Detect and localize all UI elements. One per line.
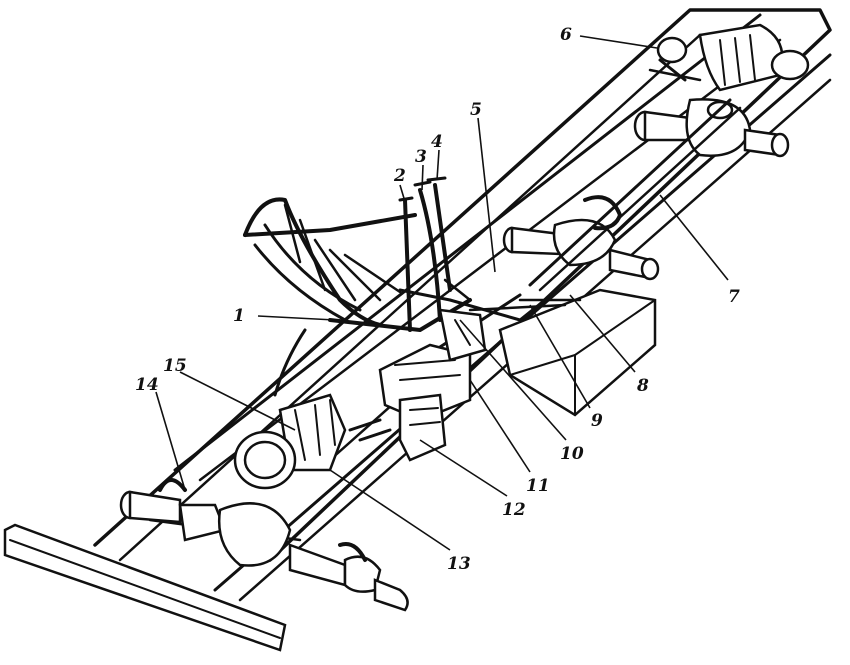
front-bumper [3, 523, 287, 652]
middle-axle [502, 195, 660, 281]
callout-leaders [155, 35, 729, 551]
callout-labels: 1 2 3 4 5 6 7 8 9 10 11 12 13 14 15 [135, 25, 740, 574]
seat-frame [243, 197, 472, 332]
callout-8: 8 [636, 376, 649, 396]
callout-10: 10 [560, 444, 584, 464]
callout-4: 4 [431, 132, 443, 152]
callout-2: 2 [393, 166, 406, 186]
callout-6: 6 [560, 25, 572, 45]
control-levers [398, 176, 452, 332]
transfer-case [378, 308, 487, 462]
callout-9: 9 [591, 411, 603, 431]
battery-box [498, 288, 657, 417]
callout-12: 12 [502, 500, 526, 520]
callout-1: 1 [233, 306, 245, 326]
callout-13: 13 [447, 554, 471, 574]
front-axle [119, 478, 409, 612]
callout-7: 7 [728, 287, 740, 307]
callout-15: 15 [163, 356, 187, 376]
callout-11: 11 [526, 476, 550, 496]
control-linkage [273, 298, 582, 397]
rear-unit [656, 23, 810, 92]
callout-3: 3 [415, 147, 427, 167]
callout-14: 14 [135, 375, 159, 395]
rear-axle [633, 98, 790, 158]
engine [233, 393, 392, 490]
callout-5: 5 [470, 100, 482, 120]
